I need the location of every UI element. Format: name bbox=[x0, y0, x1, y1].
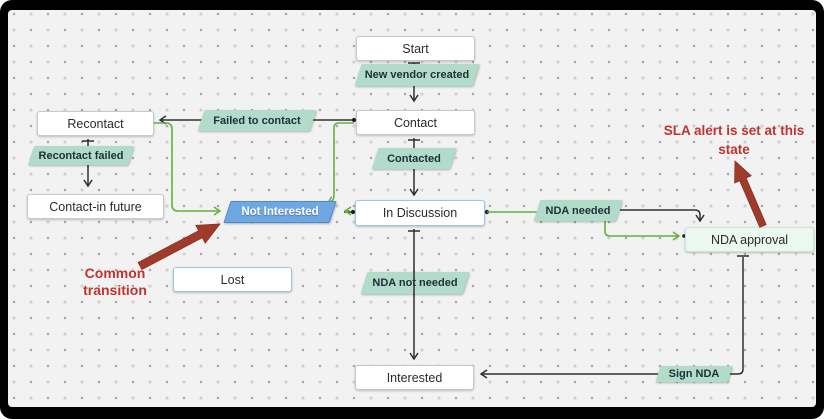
annotation-sla-alert: SLA alert is set at this state bbox=[650, 121, 818, 159]
annotation-line: state bbox=[718, 142, 750, 157]
transition-text: NDA needed bbox=[545, 204, 611, 217]
state-in-discussion-label: In Discussion bbox=[382, 206, 458, 220]
state-recontact-label: Recontact bbox=[67, 116, 124, 131]
state-contact-label: Contact bbox=[393, 115, 438, 130]
transition-text: Recontact failed bbox=[38, 149, 124, 162]
transition-label-not-interested[interactable]: Not Interested bbox=[227, 201, 333, 223]
transition-label-recontact-failed[interactable]: Recontact failed bbox=[31, 146, 131, 165]
state-contact[interactable]: Contact bbox=[356, 110, 475, 135]
state-nda-approval[interactable]: NDA approval bbox=[685, 227, 814, 252]
state-in-discussion[interactable]: In Discussion bbox=[355, 200, 485, 226]
transition-text: NDA not needed bbox=[372, 277, 458, 289]
annotation-line: Common bbox=[84, 265, 146, 281]
transition-text: New vendor created bbox=[364, 69, 470, 81]
state-start[interactable]: Start bbox=[356, 36, 475, 61]
state-interested[interactable]: Interested bbox=[355, 365, 474, 390]
transition-text: Sign NDA bbox=[668, 368, 720, 380]
state-lost-label: Lost bbox=[220, 272, 245, 287]
transition-text: Not Interested bbox=[241, 206, 319, 218]
transition-label-new-vendor-created[interactable]: New vendor created bbox=[358, 64, 476, 86]
state-recontact[interactable]: Recontact bbox=[37, 111, 154, 136]
transition-label-nda-not-needed[interactable]: NDA not needed bbox=[364, 272, 466, 294]
annotation-line: SLA alert is set at this bbox=[663, 123, 805, 138]
transition-label-nda-needed[interactable]: NDA needed bbox=[537, 200, 619, 221]
annotation-common-transition: Common transition bbox=[53, 265, 177, 299]
transition-text: Contacted bbox=[387, 152, 441, 165]
state-lost[interactable]: Lost bbox=[173, 267, 292, 292]
state-contact-in-future[interactable]: Contact-in future bbox=[27, 194, 164, 219]
state-interested-label: Interested bbox=[386, 370, 443, 385]
transition-label-contacted[interactable]: Contacted bbox=[375, 148, 453, 169]
annotation-line: transition bbox=[83, 282, 147, 298]
transition-label-failed-to-contact[interactable]: Failed to contact bbox=[201, 110, 313, 131]
transition-label-sign-nda[interactable]: Sign NDA bbox=[658, 366, 730, 382]
state-contact-in-future-label: Contact-in future bbox=[49, 199, 142, 214]
state-start-label: Start bbox=[402, 41, 429, 56]
transition-text: Failed to contact bbox=[213, 114, 301, 127]
state-nda-approval-label: NDA approval bbox=[710, 232, 789, 247]
